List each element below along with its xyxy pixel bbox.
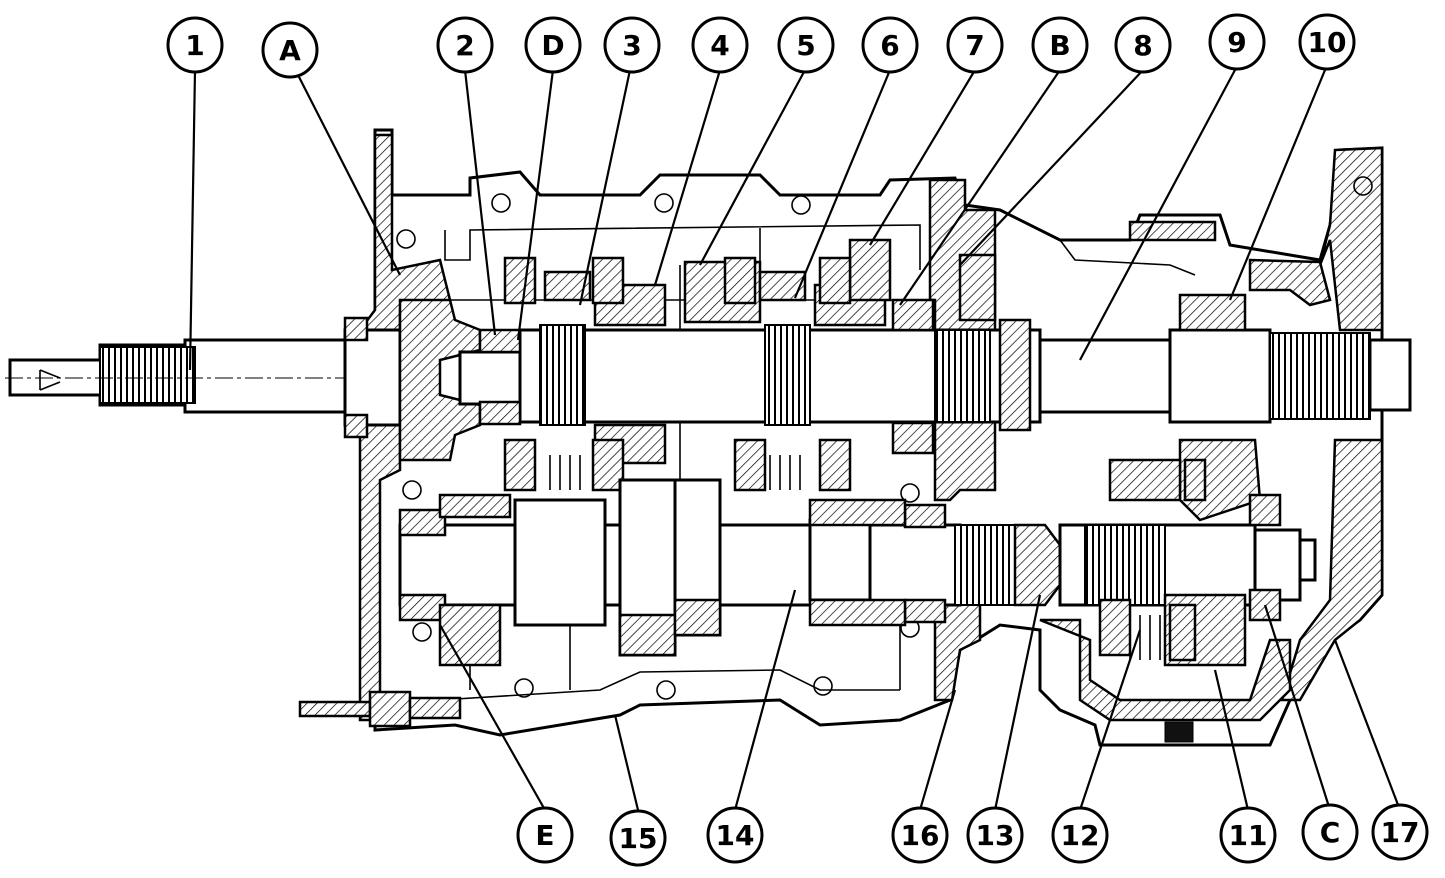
callout-14-label: 14 xyxy=(716,819,755,852)
callout-14: 14 xyxy=(706,806,764,864)
input-shaft xyxy=(5,298,482,462)
callout-17: 17 xyxy=(1371,803,1429,861)
counter-shaft xyxy=(398,478,1062,667)
main-shaft xyxy=(458,238,1412,492)
callout-a: A xyxy=(261,21,319,79)
callout-d: D xyxy=(524,16,582,74)
callout-7-label: 7 xyxy=(965,29,984,62)
callout-5-label: 5 xyxy=(796,29,815,62)
callout-16: 16 xyxy=(891,806,949,864)
callout-8: 8 xyxy=(1114,16,1172,74)
callout-15: 15 xyxy=(609,809,667,867)
callout-16-label: 16 xyxy=(901,819,940,852)
callout-c-label: C xyxy=(1320,816,1341,849)
callout-11: 11 xyxy=(1219,806,1277,864)
callout-4: 4 xyxy=(691,16,749,74)
callout-17-label: 17 xyxy=(1381,816,1420,849)
callout-7: 7 xyxy=(946,16,1004,74)
callout-a-label: A xyxy=(279,34,301,67)
callout-2: 2 xyxy=(436,16,494,74)
callout-3: 3 xyxy=(603,16,661,74)
callout-10-label: 10 xyxy=(1308,26,1347,59)
callout-12-label: 12 xyxy=(1061,819,1100,852)
callout-b-label: B xyxy=(1049,29,1070,62)
callout-4-label: 4 xyxy=(710,29,729,62)
callout-15-label: 15 xyxy=(619,822,658,855)
leader-lines xyxy=(188,69,1402,811)
reverse-idler-assembly xyxy=(1058,458,1317,667)
callout-5: 5 xyxy=(777,16,835,74)
callout-1-label: 1 xyxy=(185,29,204,62)
callout-1: 1 xyxy=(166,16,224,74)
callout-12: 12 xyxy=(1051,806,1109,864)
callout-2-label: 2 xyxy=(455,29,474,62)
callout-13: 13 xyxy=(966,806,1024,864)
callout-d-label: D xyxy=(541,29,564,62)
callout-6: 6 xyxy=(861,16,919,74)
callout-b: B xyxy=(1031,16,1089,74)
callout-11-label: 11 xyxy=(1229,819,1268,852)
callout-e-label: E xyxy=(535,819,554,852)
callout-10: 10 xyxy=(1298,13,1356,71)
callout-3-label: 3 xyxy=(622,29,641,62)
callout-e: E xyxy=(516,806,574,864)
callout-9: 9 xyxy=(1208,13,1266,71)
callout-6-label: 6 xyxy=(880,29,899,62)
callout-8-label: 8 xyxy=(1133,29,1152,62)
callout-c: C xyxy=(1301,803,1359,861)
callout-9-label: 9 xyxy=(1227,26,1246,59)
callout-13-label: 13 xyxy=(976,819,1015,852)
